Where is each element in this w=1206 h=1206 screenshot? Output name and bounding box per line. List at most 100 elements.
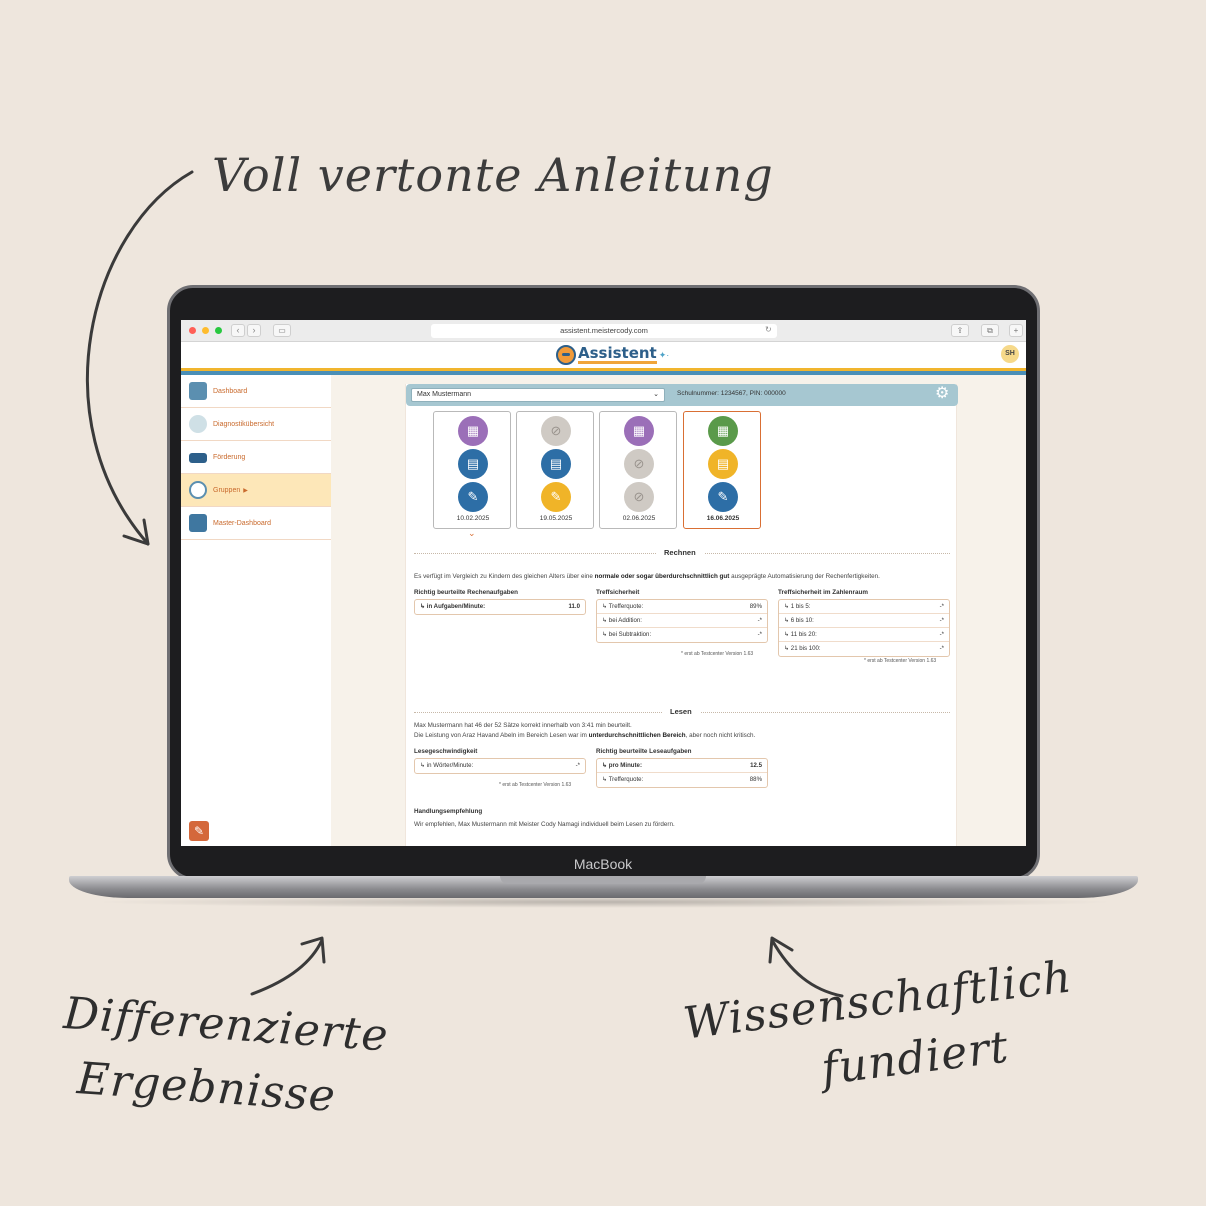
new-tab-icon[interactable]: +	[1009, 324, 1023, 337]
back-icon[interactable]: ‹	[231, 324, 245, 337]
app-header: Assistent ✦· SH	[181, 342, 1026, 368]
recommendation-text: Wir empfehlen, Max Mustermann mit Meiste…	[414, 821, 675, 828]
minimize-window-icon[interactable]	[202, 327, 209, 334]
sidebar-toggle-icon[interactable]: ▭	[273, 324, 291, 337]
maximize-window-icon[interactable]	[215, 327, 222, 334]
calculator-icon: ▦	[624, 416, 654, 446]
group-icon	[189, 481, 207, 499]
calculator-icon: ▦	[458, 416, 488, 446]
laptop-brand: MacBook	[573, 856, 633, 872]
result-row: ↳ pro Minute:12.5	[597, 759, 767, 773]
test-card[interactable]: ▦ ▤ ✎ 10.02.2025	[433, 411, 511, 529]
result-row: ↳ bei Addition:-*	[597, 614, 767, 628]
url-bar[interactable]: assistent.meistercody.com	[431, 324, 777, 338]
main-content: Max Mustermann ⌄ Schulnummer: 1234567, P…	[405, 384, 958, 846]
sidebar-item-foerderung[interactable]: Förderung	[181, 441, 331, 474]
book-icon: ▤	[458, 449, 488, 479]
result-row: ↳ Trefferquote:88%	[602, 776, 762, 783]
arrow-left	[250, 938, 324, 996]
app-logo[interactable]: Assistent ✦·	[556, 344, 669, 366]
share-icon[interactable]: ⇪	[951, 324, 969, 337]
pencil-icon: ✎	[541, 482, 571, 512]
disabled-icon: ⊘	[624, 449, 654, 479]
reload-icon[interactable]: ↻	[765, 325, 772, 334]
arrow-right-head	[768, 936, 794, 964]
logo-text: Assistent	[578, 344, 657, 364]
arrow-top	[86, 170, 194, 546]
laptop-shadow	[90, 896, 1120, 908]
calculator-icon: ▦	[708, 416, 738, 446]
disabled-icon: ⊘	[541, 416, 571, 446]
disabled-icon: ⊘	[624, 482, 654, 512]
sidebar-item-gruppen[interactable]: Gruppen ▶	[181, 474, 331, 507]
column-title: Lesegeschwindigkeit	[414, 748, 478, 755]
forward-icon[interactable]: ›	[247, 324, 261, 337]
laptop-screen: ‹ › ▭ assistent.meistercody.com ↻ ⇪ ⧉ + …	[181, 320, 1026, 846]
result-row: ↳ in Wörter/Minute:-*	[420, 762, 580, 769]
section-title-lesen: Lesen	[662, 707, 700, 716]
sidebar-item-label: Dashboard	[213, 387, 248, 395]
column-title: Treffsicherheit im Zahlenraum	[778, 589, 868, 596]
rechnen-summary: Es verfügt im Vergleich zu Kindern des g…	[414, 573, 880, 580]
test-card[interactable]: ▦ ⊘ ⊘ 02.06.2025	[599, 411, 677, 529]
pencil-icon: ✎	[458, 482, 488, 512]
student-bar: Max Mustermann ⌄ Schulnummer: 1234567, P…	[406, 384, 958, 406]
gear-icon[interactable]: ⚙	[935, 385, 950, 402]
result-row: ↳ 21 bis 100:-*	[784, 645, 944, 652]
sidebar: Dashboard Diagnostikübersicht Förderung …	[181, 375, 331, 846]
sidebar-item-diagnostics[interactable]: Diagnostikübersicht	[181, 408, 331, 441]
version-note: * erst ab Testcenter Version 1.63	[864, 658, 937, 664]
sidebar-item-label: Förderung	[213, 453, 246, 461]
student-select[interactable]: Max Mustermann ⌄	[411, 388, 665, 402]
graduation-cap-icon	[189, 453, 207, 463]
lesen-summary-line1: Max Mustermann hat 46 der 52 Sätze korre…	[414, 722, 632, 729]
magic-wand-icon[interactable]: ✎	[189, 821, 209, 841]
book-icon: ▤	[708, 449, 738, 479]
result-box: ↳ Trefferquote:89% ↳ bei Addition:-* ↳ b…	[596, 599, 768, 643]
recommendation-title: Handlungsempfehlung	[414, 808, 483, 815]
browser-toolbar: ‹ › ▭ assistent.meistercody.com ↻ ⇪ ⧉ +	[181, 320, 1026, 342]
result-box: ↳ 1 bis 5:-* ↳ 6 bis 10:-* ↳ 11 bis 20:-…	[778, 599, 950, 657]
result-box: ↳ pro Minute:12.5 ↳ Trefferquote:88%	[596, 758, 768, 788]
test-date: 19.05.2025	[539, 515, 573, 522]
result-box: ↳ in Aufgaben/Minute:11.0	[414, 599, 586, 615]
sidebar-item-label: Diagnostikübersicht	[213, 420, 275, 428]
test-card[interactable]: ⊘ ▤ ✎ 19.05.2025	[516, 411, 594, 529]
lesen-summary-line2: Die Leistung von Araz Havand Abeln im Be…	[414, 732, 756, 739]
sidebar-item-label: Master-Dashboard	[213, 519, 271, 527]
arrow-right	[770, 938, 844, 998]
result-row: ↳ 6 bis 10:-*	[779, 614, 949, 628]
diagnostics-icon	[189, 415, 207, 433]
test-date: 16.06.2025	[706, 515, 740, 522]
chevron-down-icon: ⌄	[653, 391, 659, 398]
student-info: Schulnummer: 1234567, PIN: 000000	[677, 390, 786, 397]
laptop-notch	[500, 876, 706, 884]
laptop-base	[69, 876, 1138, 898]
avatar[interactable]: SH	[1001, 345, 1019, 363]
arrow-left-head	[300, 936, 326, 964]
sparkle-icon: ✦·	[658, 349, 670, 360]
sidebar-item-dashboard[interactable]: Dashboard	[181, 375, 331, 408]
chevron-down-icon[interactable]: ⌄	[468, 528, 476, 538]
version-note: * erst ab Testcenter Version 1.63	[499, 782, 572, 788]
student-select-value: Max Mustermann	[417, 391, 472, 398]
column-title: Richtig beurteilte Leseaufgaben	[596, 748, 692, 755]
close-window-icon[interactable]	[189, 327, 196, 334]
book-icon: ▤	[541, 449, 571, 479]
result-box: ↳ in Wörter/Minute:-*	[414, 758, 586, 774]
arrow-top-head	[122, 518, 150, 546]
test-card-selected[interactable]: ▦ ▤ ✎ 16.06.2025	[683, 411, 761, 529]
result-row: ↳ 11 bis 20:-*	[779, 628, 949, 642]
header-stripe-blue	[181, 371, 1026, 375]
result-row: ↳ 1 bis 5:-*	[779, 600, 949, 614]
pencil-icon: ✎	[708, 482, 738, 512]
section-title-rechnen: Rechnen	[656, 548, 704, 557]
test-date: 10.02.2025	[456, 515, 490, 522]
sidebar-item-label: Gruppen	[213, 486, 241, 494]
logo-face-icon	[556, 345, 576, 365]
result-row: ↳ Trefferquote:89%	[597, 600, 767, 614]
sidebar-item-master-dashboard[interactable]: Master-Dashboard	[181, 507, 331, 540]
tabs-icon[interactable]: ⧉	[981, 324, 999, 337]
column-title: Treffsicherheit	[596, 589, 640, 596]
